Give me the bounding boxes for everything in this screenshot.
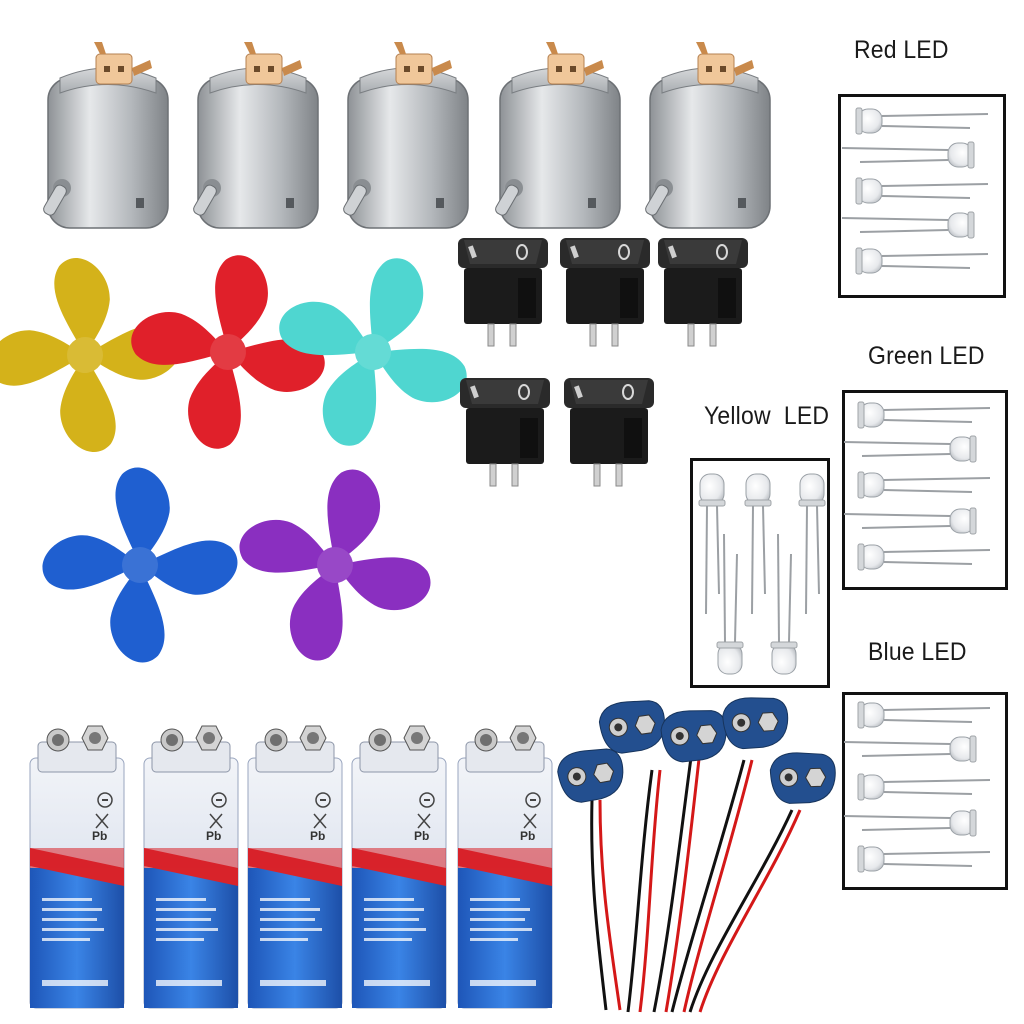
- green-led-box: [842, 390, 1008, 590]
- dc-motors: [41, 41, 771, 229]
- rocker-switch: [559, 237, 651, 347]
- green-led-label: Green LED: [868, 342, 985, 370]
- red-led-box: [838, 94, 1006, 298]
- battery-snap: [769, 751, 837, 805]
- battery-9v: [247, 725, 343, 1009]
- rocker-switch: [457, 237, 549, 347]
- dc-motor: [493, 41, 621, 229]
- rocker-switch: [459, 377, 551, 487]
- propellers: [0, 232, 493, 678]
- battery-snap: [721, 694, 791, 751]
- propeller-blue: [34, 459, 246, 671]
- battery-9v: [457, 725, 553, 1009]
- propeller-purple: [222, 452, 448, 678]
- rocker-switch: [563, 377, 655, 487]
- batteries-9v: [29, 725, 553, 1009]
- battery-9v: [29, 725, 125, 1009]
- dc-motor: [643, 41, 771, 229]
- blue-led-box: [842, 692, 1008, 890]
- battery-snap-wires: [590, 749, 802, 1013]
- dc-motor: [41, 41, 169, 229]
- battery-snap: [596, 696, 669, 757]
- red-led-label: Red LED: [854, 36, 949, 64]
- battery-9v: [143, 725, 239, 1009]
- yellow-led-box: [690, 458, 830, 688]
- rocker-switches: [457, 237, 749, 487]
- dc-motor: [341, 41, 469, 229]
- battery-9v: [351, 725, 447, 1009]
- blue-led-label: Blue LED: [868, 638, 967, 666]
- battery-snap: [554, 744, 628, 806]
- dc-motor: [191, 41, 319, 229]
- yellow-led-label: Yellow LED: [704, 402, 830, 430]
- battery-snap: [658, 706, 730, 765]
- rocker-switch: [657, 237, 749, 347]
